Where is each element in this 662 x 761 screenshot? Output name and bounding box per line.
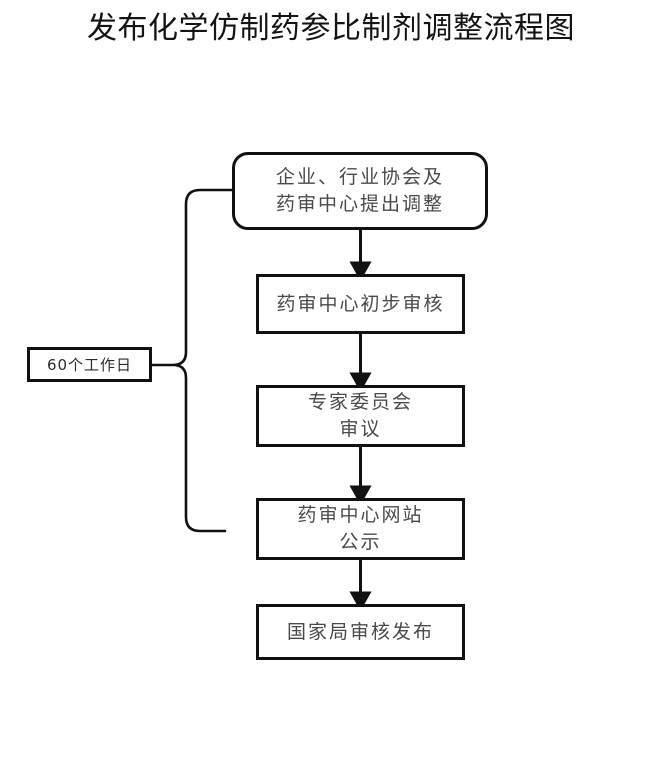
flow-node-expert-committee-label: 专家委员会 审议 (307, 391, 413, 440)
flow-node-website-publicity[interactable]: 药审中心网站 公示 (256, 498, 465, 560)
flow-node-website-publicity-label: 药审中心网站 公示 (297, 504, 424, 553)
duration-label-box[interactable]: 60个工作日 (27, 347, 152, 382)
flow-node-nmpa-release[interactable]: 国家局审核发布 (256, 604, 465, 660)
flow-node-expert-committee[interactable]: 专家委员会 审议 (256, 385, 465, 447)
duration-label-text: 60个工作日 (46, 356, 133, 374)
curly-brace-connector (150, 188, 234, 533)
flow-node-proposal-label: 企业、行业协会及 药审中心提出调整 (275, 166, 444, 215)
flow-node-preliminary-review[interactable]: 药审中心初步审核 (256, 274, 465, 334)
flow-node-proposal[interactable]: 企业、行业协会及 药审中心提出调整 (232, 152, 488, 230)
flow-node-preliminary-review-label: 药审中心初步审核 (276, 292, 445, 315)
page-title: 发布化学仿制药参比制剂调整流程图 (87, 11, 575, 46)
flow-node-nmpa-release-label: 国家局审核发布 (286, 620, 434, 643)
